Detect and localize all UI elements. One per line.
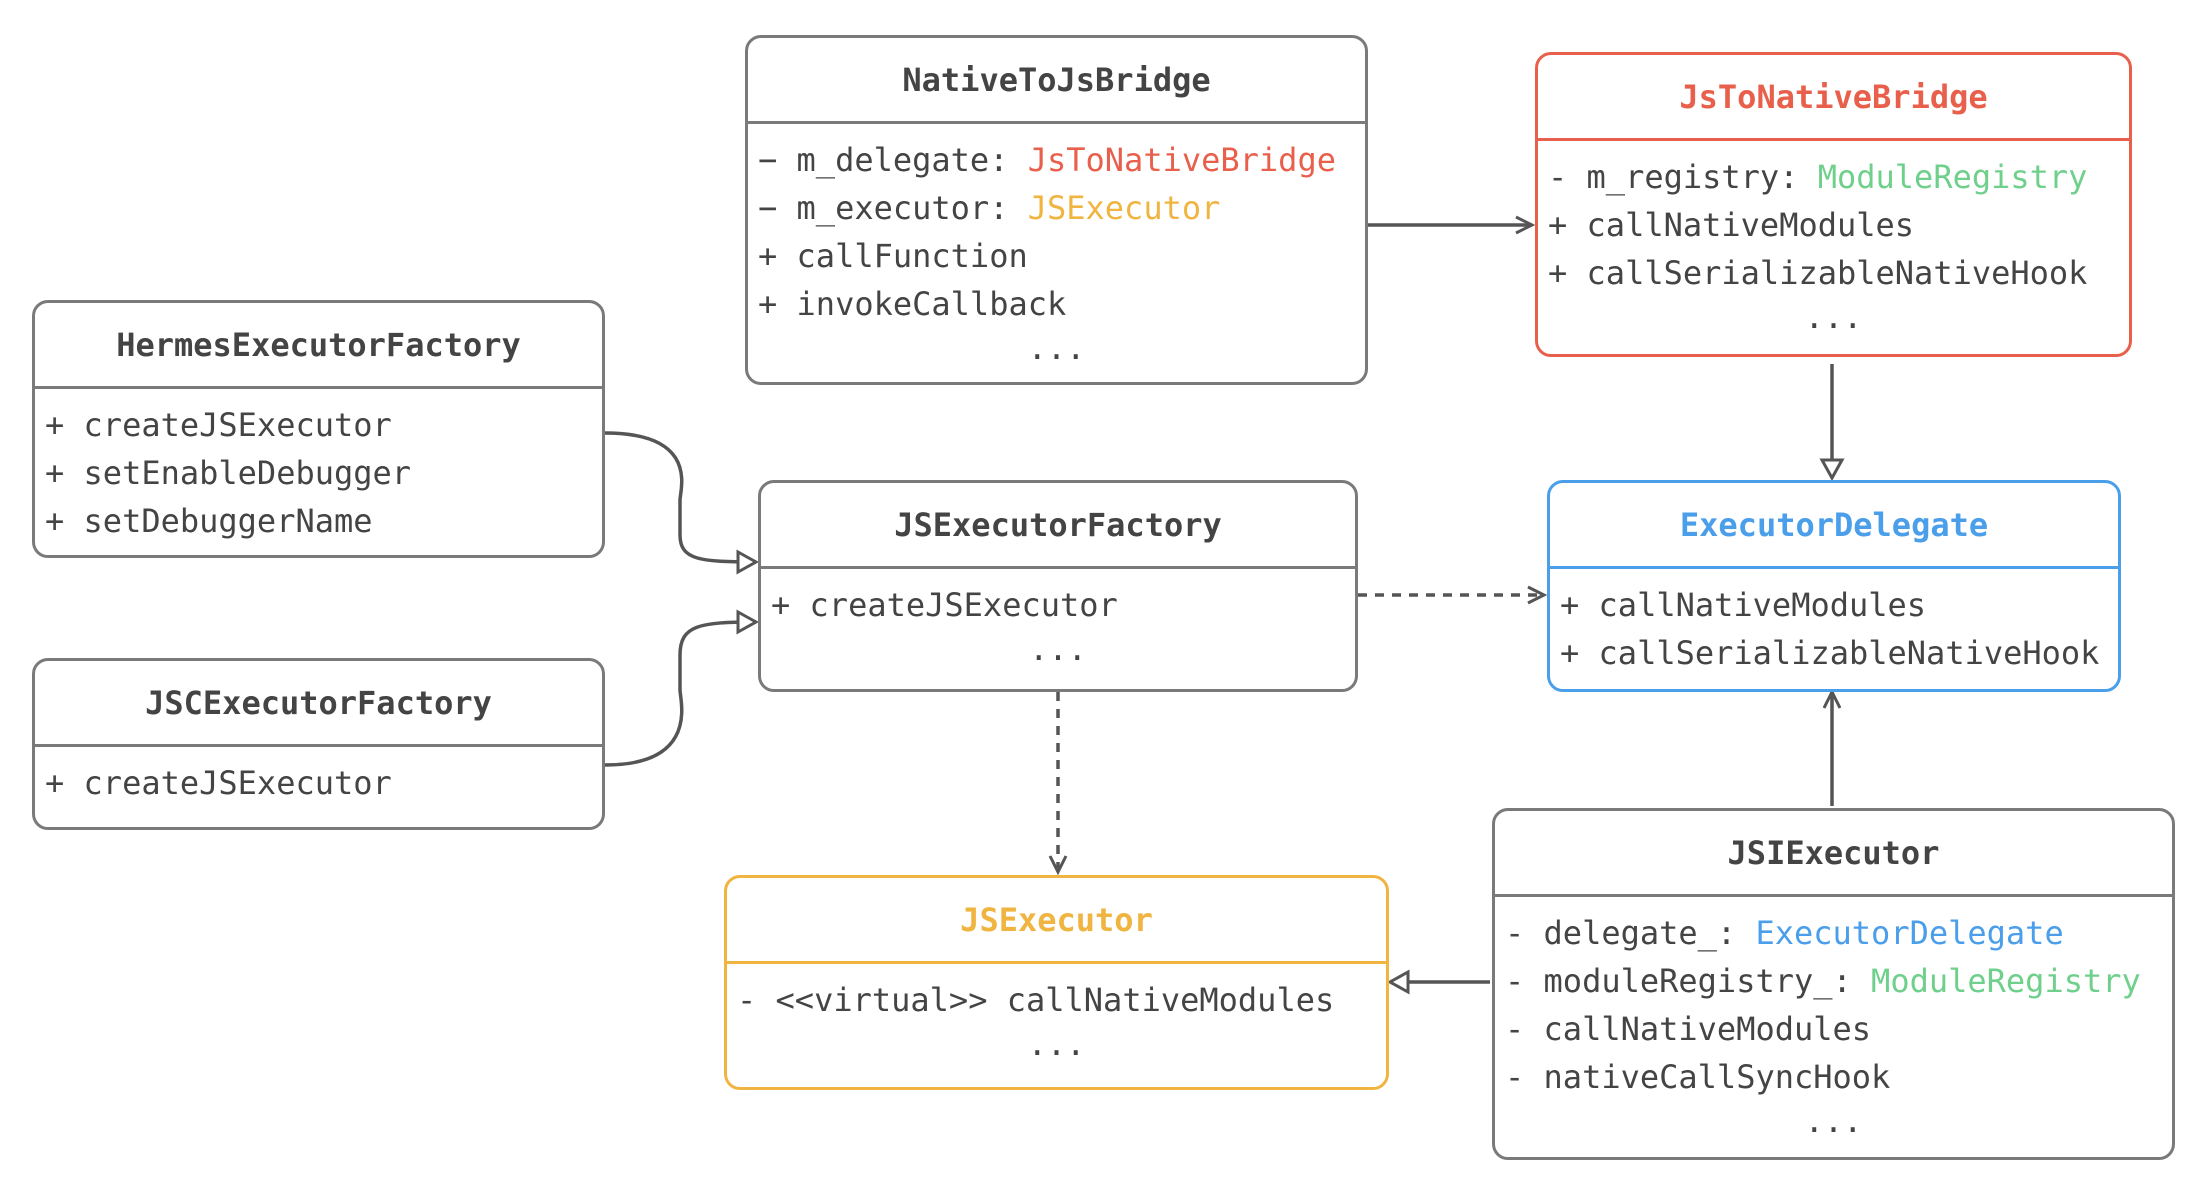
- method-create-js-executor: + createJSExecutor: [45, 406, 392, 444]
- class-jsc-executor-factory: JSCExecutorFactory + createJSExecutor: [32, 658, 605, 830]
- class-executor-delegate: ExecutorDelegate + callNativeModules + c…: [1547, 480, 2121, 692]
- method-call-native-modules: + callNativeModules: [1560, 586, 1927, 624]
- member-delegate: - delegate_: ExecutorDelegate: [1505, 914, 2064, 952]
- class-jsi-executor: JSIExecutor - delegate_: ExecutorDelegat…: [1492, 808, 2175, 1160]
- edge-hermes-to-jsexecutorfactory: [604, 431, 760, 575]
- method-set-enable-debugger: + setEnableDebugger: [45, 454, 412, 492]
- class-title: JsToNativeBridge: [1538, 55, 2129, 141]
- ellipsis: ...: [1804, 1102, 1863, 1140]
- method-native-call-sync-hook: - nativeCallSyncHook: [1505, 1058, 1891, 1096]
- class-title: JSIExecutor: [1495, 811, 2172, 897]
- edge-jsc-to-jsexecutorfactory: [604, 609, 760, 767]
- member-registry: - m_registry: ModuleRegistry: [1548, 158, 2088, 196]
- method-set-debugger-name: + setDebuggerName: [45, 502, 373, 540]
- class-native-to-js-bridge: NativeToJsBridge − m_delegate: JsToNativ…: [745, 35, 1368, 385]
- class-title: JSExecutor: [727, 878, 1386, 964]
- class-title: JSCExecutorFactory: [35, 661, 602, 747]
- ellipsis: ...: [1027, 329, 1086, 367]
- method-virtual-call-native-modules: - <<virtual>> callNativeModules: [737, 981, 1335, 1019]
- class-title: ExecutorDelegate: [1550, 483, 2118, 569]
- method-call-function: + callFunction: [758, 237, 1028, 275]
- class-title: JSExecutorFactory: [761, 483, 1355, 569]
- ellipsis: ...: [1029, 630, 1087, 668]
- class-js-to-native-bridge: JsToNativeBridge - m_registry: ModuleReg…: [1535, 52, 2132, 357]
- method-create-js-executor: + createJSExecutor: [771, 586, 1118, 624]
- class-hermes-executor-factory: HermesExecutorFactory + createJSExecutor…: [32, 300, 605, 558]
- method-call-native-modules: + callNativeModules: [1548, 206, 1915, 244]
- member-delegate: − m_delegate: JsToNativeBridge: [758, 141, 1336, 179]
- method-call-serializable-native-hook: + callSerializableNativeHook: [1560, 634, 2100, 672]
- method-invoke-callback: + invokeCallback: [758, 285, 1067, 323]
- member-module-registry: - moduleRegistry_: ModuleRegistry: [1505, 962, 2141, 1000]
- ellipsis: ...: [1804, 298, 1863, 336]
- class-title: HermesExecutorFactory: [35, 303, 602, 389]
- class-js-executor-factory: JSExecutorFactory + createJSExecutor ...: [758, 480, 1358, 692]
- method-call-native-modules: - callNativeModules: [1505, 1010, 1872, 1048]
- class-title: NativeToJsBridge: [748, 38, 1365, 124]
- class-js-executor: JSExecutor - <<virtual>> callNativeModul…: [724, 875, 1389, 1090]
- method-call-serializable-native-hook: + callSerializableNativeHook: [1548, 254, 2088, 292]
- method-create-js-executor: + createJSExecutor: [45, 764, 392, 802]
- member-executor: − m_executor: JSExecutor: [758, 189, 1221, 227]
- ellipsis: ...: [1027, 1025, 1086, 1063]
